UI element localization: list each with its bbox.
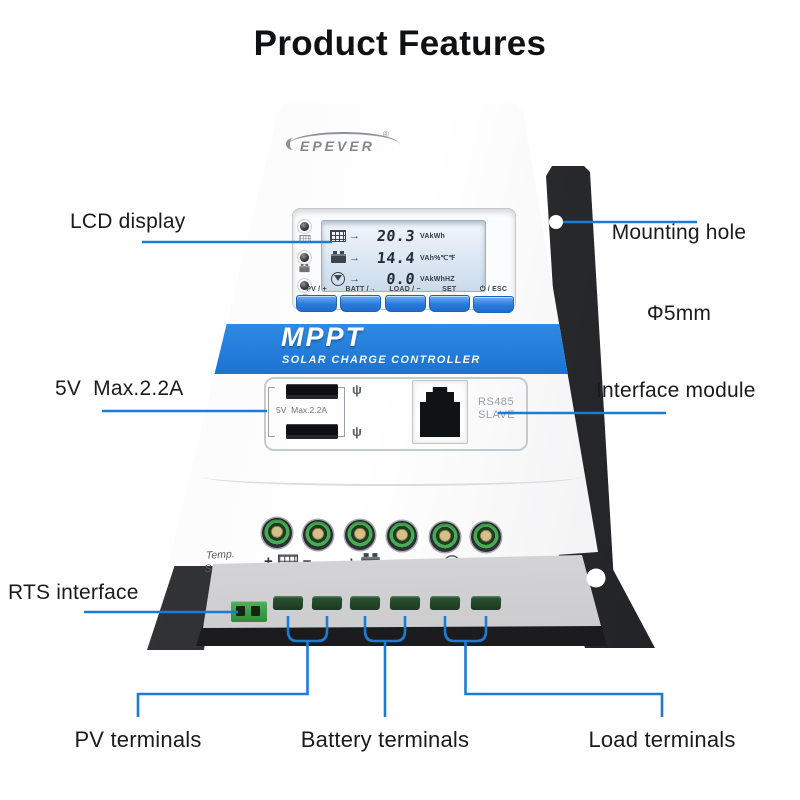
rs485-label: RS485 SLAVE — [478, 396, 515, 422]
battery-terminals-label: Battery terminals — [300, 727, 470, 752]
solar-panel-icon — [330, 230, 346, 242]
screw-terminal — [262, 518, 292, 548]
rts-pin-hole — [251, 606, 260, 616]
lcd-row-pv: 20.3 VAkWh — [327, 226, 479, 246]
pv-terminals-label: PV terminals — [74, 727, 202, 752]
load-button-label: LOAD / − — [389, 286, 421, 293]
mounting-hole-line1: Mounting hole — [611, 221, 747, 244]
set-button[interactable] — [428, 295, 470, 312]
mounting-hole-label: Mounting hole Φ5mm — [583, 165, 775, 381]
lcd-row-battery: 14.4 VAh%℃℉ — [327, 248, 479, 268]
lcd-display-label: LCD display — [70, 210, 186, 233]
usb-icon — [352, 382, 362, 397]
band-subtitle: SOLAR CHARGE CONTROLLER — [282, 354, 481, 366]
plus-sign: + — [264, 553, 273, 570]
load-terminals-label: Load terminals — [588, 727, 736, 752]
load-indicator-led — [300, 281, 309, 290]
button-row: PV / + BATT /→ LOAD / − SET ⏻ / ESC — [296, 286, 514, 313]
usb-port-bottom — [286, 424, 338, 439]
usb-icon — [352, 424, 362, 439]
rj45-port — [412, 380, 468, 444]
lcd-row-load: 0.0 VAkWhHZ — [327, 269, 479, 289]
screw-terminal — [471, 522, 501, 552]
esc-button-label: ⏻ / ESC — [479, 286, 508, 293]
rs485-line1: RS485 — [478, 396, 515, 408]
lcd-unit: VAkWhHZ — [420, 275, 455, 283]
brand-swoosh-tip-icon — [286, 138, 300, 150]
page-title: Product Features — [253, 24, 547, 63]
pv-plus-button[interactable] — [296, 295, 337, 312]
power-esc-button[interactable] — [473, 296, 514, 313]
usb-bracket-left — [268, 387, 275, 437]
mounting-hole-line2: Φ5mm — [646, 302, 712, 325]
rs485-line2: SLAVE — [478, 409, 516, 421]
battery-terminal-slot — [349, 596, 381, 610]
usb-bracket-right — [338, 387, 345, 437]
lcd-unit: VAkWh — [420, 232, 445, 240]
screw-terminal — [303, 520, 333, 550]
rts-connector — [231, 601, 267, 622]
set-button-label: SET — [442, 286, 457, 293]
batt-button[interactable] — [340, 295, 382, 312]
interface-module-label: Interface module — [596, 379, 756, 402]
rts-interface-label: RTS interface — [8, 581, 139, 604]
lamp-icon — [331, 272, 345, 286]
pv-stem-line — [136, 641, 309, 717]
minus-sign: − — [302, 553, 312, 570]
mppt-band — [168, 324, 598, 374]
band-title: MPPT — [281, 322, 365, 352]
load-stem-line — [464, 641, 664, 717]
screw-terminal — [387, 521, 417, 551]
usb-port-top — [286, 384, 338, 399]
load-terminal-slot — [429, 596, 461, 610]
load-terminal-slot — [470, 596, 502, 610]
usb-rating-label: 5V Max.2.2A — [276, 405, 328, 415]
pv-terminal-slot — [311, 596, 343, 610]
body-crease-line — [204, 468, 580, 486]
pv-button-label: PV / + — [306, 286, 327, 293]
usb-output-label: 5V Max.2.2A — [55, 377, 184, 400]
battery-icon — [299, 263, 310, 273]
screw-terminal — [430, 522, 460, 552]
registered-mark: ® — [382, 130, 389, 139]
load-minus-button[interactable] — [384, 295, 426, 312]
brand-swoosh-icon — [288, 132, 400, 147]
rj45-jack-icon — [420, 387, 460, 437]
lcd-unit: VAh%℃℉ — [420, 255, 456, 262]
screw-terminal — [345, 520, 375, 550]
battery-terminal-slot — [389, 596, 421, 610]
battery-icon — [330, 250, 346, 263]
rts-pin-hole — [236, 606, 245, 616]
brand-logo: EPEVER ® — [286, 130, 400, 154]
batt-button-label: BATT /→ — [345, 286, 376, 293]
pv-terminal-slot — [272, 596, 304, 610]
temp-sensor-line1: Temp. — [205, 548, 235, 562]
battery-indicator-led — [300, 253, 309, 262]
pv-indicator-led — [300, 222, 309, 231]
